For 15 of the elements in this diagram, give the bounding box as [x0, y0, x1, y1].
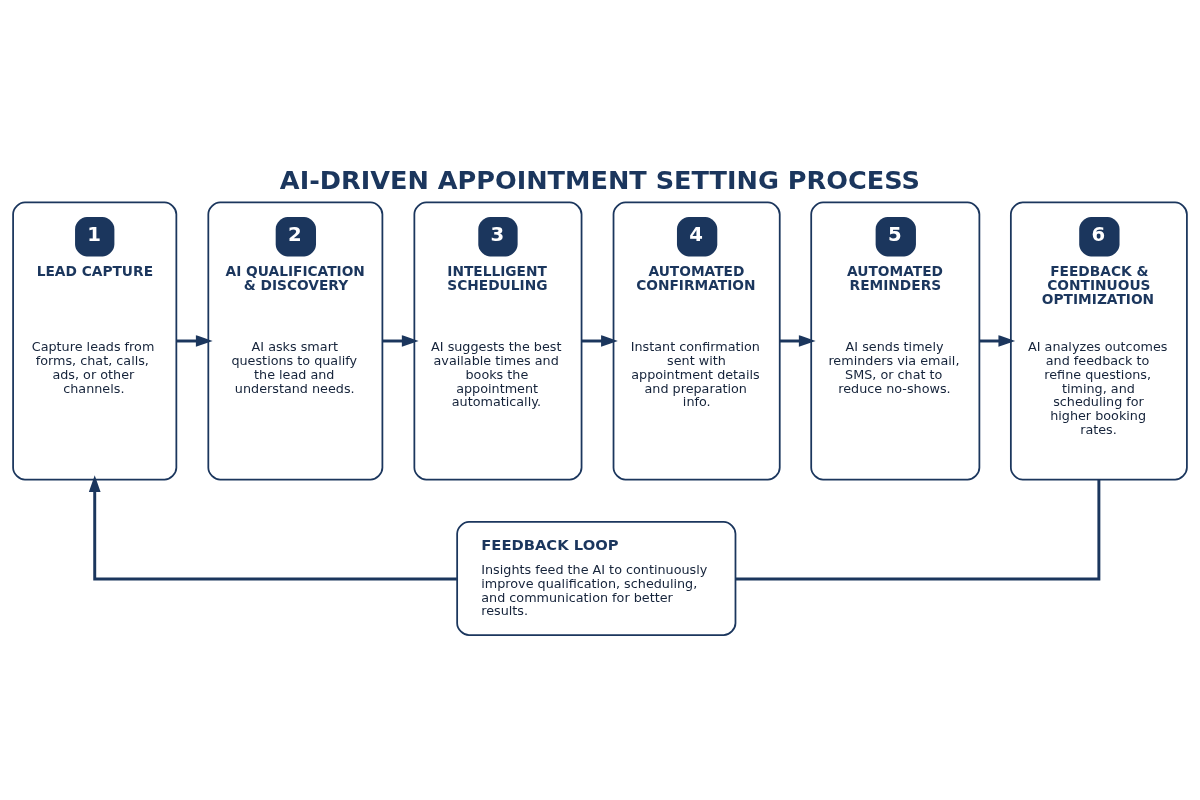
node-box: 1 LEAD CAPTURE Capture leads from forms, chat, calls, ads, or other channels.	[12, 200, 178, 481]
arrow	[780, 334, 816, 347]
node-box: 6 FEEDBACK & CONTINUOUS OPTIMIZATION AI analyzes outcomes and feedback to refine questions, timing, and scheduling for higher booking rates.	[1009, 200, 1188, 481]
diagram-title: AI-DRIVEN APPOINTMENT SETTING PROCESS	[279, 164, 920, 195]
node-box: 3 INTELLIGENT SCHEDULING AI suggests the best available times and books the appointment automatically.	[413, 200, 583, 481]
arrow	[979, 334, 1016, 347]
connector	[735, 479, 1101, 580]
node-box: 2 AI QUALIFICATION & DISCOVERY AI asks smart questions to qualify the lead and understand needs.	[207, 200, 384, 481]
node-box: FEEDBACK LOOP Insights feed the AI to continuously improve qualification, scheduling, and communication for better results.	[456, 520, 737, 636]
node-box: 5 AUTOMATED REMINDERS AI sends timely reminders via email, SMS, or chat to reduce no-shows.	[810, 200, 981, 481]
node-box: 4 AUTOMATED CONFIRMATION Instant confirmation sent with appointment details and preparation info.	[612, 200, 781, 481]
arrow	[581, 334, 618, 347]
arrow	[176, 334, 213, 347]
arrow	[382, 334, 419, 347]
arrow	[88, 474, 457, 580]
